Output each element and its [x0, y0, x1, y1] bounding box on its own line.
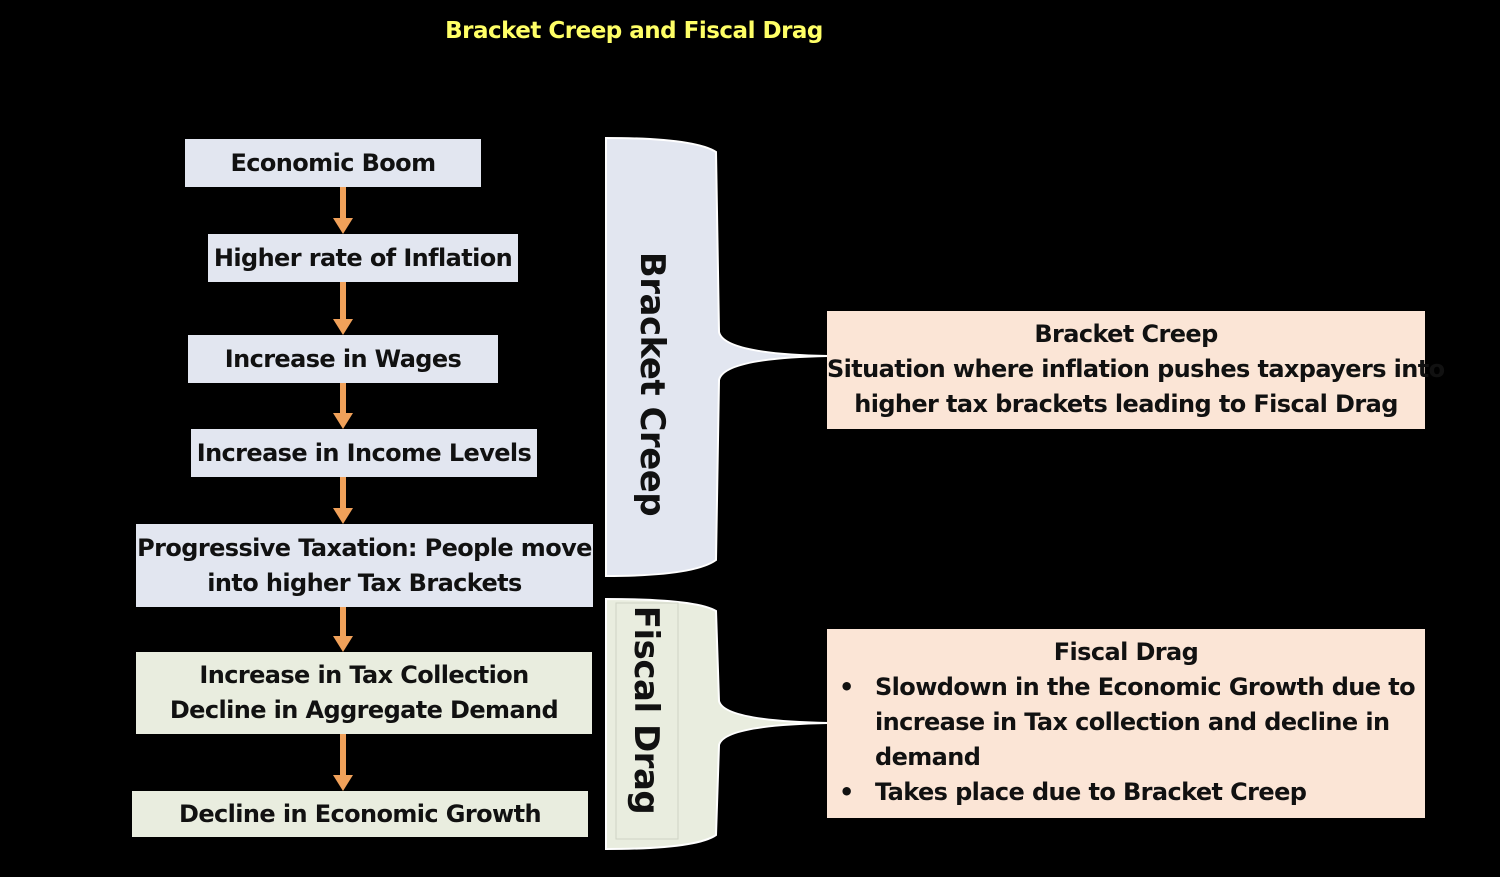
flow-step-higher-inflation: Higher rate of Inflation: [208, 234, 518, 282]
fiscal-drag-bullet-text: Slowdown in the Economic Growth due to i…: [875, 673, 1416, 771]
flow-step-decline-growth: Decline in Economic Growth: [132, 791, 588, 837]
flow-step-increase-income: Increase in Income Levels: [191, 429, 537, 477]
down-arrow-icon: [333, 282, 353, 335]
flow-step-text: Increase in Wages: [224, 344, 462, 373]
bracket-creep-description-line-2: higher tax brackets leading to Fiscal Dr…: [854, 390, 1398, 418]
diagram-title: Bracket Creep and Fiscal Drag: [445, 18, 823, 44]
bullet-icon: •: [839, 673, 854, 701]
fiscal-drag-bullet-list: • Slowdown in the Economic Growth due to…: [827, 670, 1425, 810]
fiscal-drag-description-title: Fiscal Drag: [1053, 638, 1199, 666]
bracket-creep-description-title: Bracket Creep: [1034, 320, 1218, 348]
fiscal-drag-bullet-text: Takes place due to Bracket Creep: [875, 778, 1307, 806]
down-arrow-icon: [333, 607, 353, 652]
fiscal-drag-bullet: • Slowdown in the Economic Growth due to…: [827, 670, 1425, 775]
bullet-icon: •: [839, 778, 854, 806]
flow-step-increase-wages: Increase in Wages: [188, 335, 498, 383]
flow-step-text-line-2: into higher Tax Brackets: [207, 568, 522, 597]
flow-step-text: Increase in Income Levels: [196, 438, 532, 467]
fiscal-drag-bullet: • Takes place due to Bracket Creep: [827, 775, 1425, 810]
down-arrow-icon: [333, 734, 353, 791]
fiscal-drag-description: Fiscal Drag • Slowdown in the Economic G…: [827, 629, 1425, 818]
flow-step-text-line-1: Progressive Taxation: People move: [137, 533, 592, 562]
down-arrow-icon: [333, 383, 353, 429]
fiscal-drag-label: Fiscal Drag: [626, 605, 666, 815]
bracket-creep-description: Bracket Creep Situation where inflation …: [827, 311, 1445, 429]
flow-step-progressive-taxation: Progressive Taxation: People move into h…: [136, 524, 593, 607]
flow-step-text: Decline in Economic Growth: [179, 799, 542, 828]
flow-step-tax-collection: Increase in Tax Collection Decline in Ag…: [136, 652, 592, 734]
flow-step-text: Economic Boom: [230, 148, 437, 177]
bracket-creep-label: Bracket Creep: [632, 251, 672, 517]
flow-step-text-line-2: Decline in Aggregate Demand: [169, 696, 559, 724]
flow-step-economic-boom: Economic Boom: [185, 139, 481, 187]
bracket-creep-description-line-1: Situation where inflation pushes taxpaye…: [827, 355, 1445, 383]
flow-step-text-line-1: Increase in Tax Collection: [199, 661, 529, 689]
down-arrow-icon: [333, 477, 353, 524]
down-arrow-icon: [333, 187, 353, 234]
flow-step-text: Higher rate of Inflation: [213, 243, 513, 272]
